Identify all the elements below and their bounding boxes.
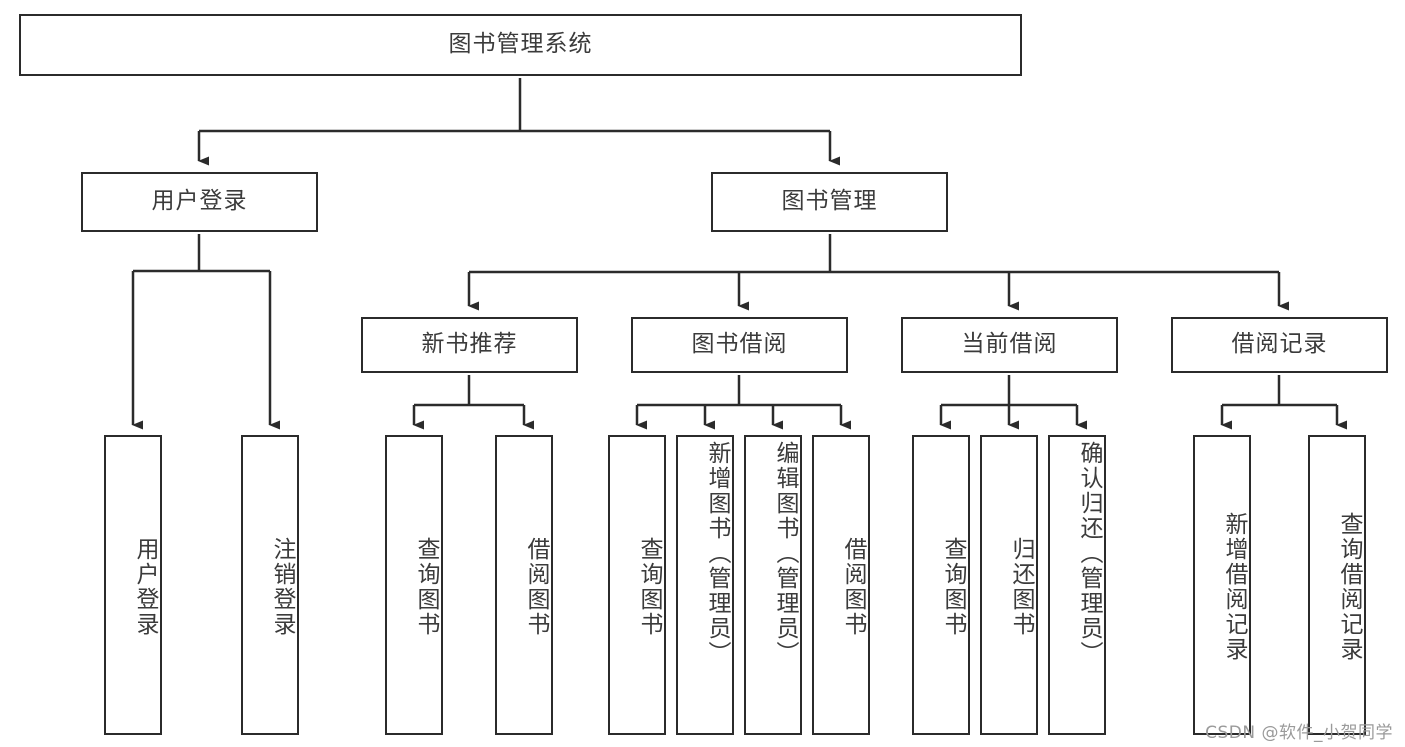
- node-label: 确认归还（管理员）: [1076, 441, 1102, 666]
- node-label: 查询图书: [413, 537, 439, 637]
- node-label: 图书借阅: [691, 331, 788, 358]
- node-label: 归还图书: [1008, 537, 1034, 637]
- node-label: 查询图书: [636, 537, 662, 637]
- node-label: 图书管理: [781, 188, 878, 215]
- node-leaf-add-record[interactable]: 新增借阅记录: [1193, 435, 1251, 735]
- node-leaf-edit-book[interactable]: 编辑图书（管理员）: [744, 435, 802, 735]
- node-leaf-query-book-2[interactable]: 查询图书: [608, 435, 666, 735]
- node-current-borrow[interactable]: 当前借阅: [901, 317, 1118, 373]
- node-label: 借阅记录: [1231, 331, 1328, 358]
- node-leaf-add-book[interactable]: 新增图书（管理员）: [676, 435, 734, 735]
- node-leaf-confirm-return[interactable]: 确认归还（管理员）: [1048, 435, 1106, 735]
- node-label: 借阅图书: [523, 537, 549, 637]
- node-borrow-record[interactable]: 借阅记录: [1171, 317, 1388, 373]
- node-leaf-return-book[interactable]: 归还图书: [980, 435, 1038, 735]
- node-new-book-recommend[interactable]: 新书推荐: [361, 317, 578, 373]
- node-label: 注销登录: [269, 537, 295, 637]
- node-label: 用户登录: [132, 537, 158, 637]
- csdn-watermark: CSDN @软件_小贺同学: [1205, 723, 1393, 743]
- node-leaf-logout[interactable]: 注销登录: [241, 435, 299, 735]
- node-root-book-management-system[interactable]: 图书管理系统: [19, 14, 1022, 76]
- node-label: 查询借阅记录: [1336, 512, 1362, 662]
- node-book-management[interactable]: 图书管理: [711, 172, 948, 232]
- node-leaf-borrow-book-2[interactable]: 借阅图书: [812, 435, 870, 735]
- node-label: 当前借阅: [961, 331, 1058, 358]
- node-label: 新增借阅记录: [1221, 512, 1247, 662]
- node-label: 编辑图书（管理员）: [772, 441, 798, 666]
- node-book-borrow[interactable]: 图书借阅: [631, 317, 848, 373]
- node-label: 查询图书: [940, 537, 966, 637]
- node-leaf-borrow-book-1[interactable]: 借阅图书: [495, 435, 553, 735]
- node-label: 图书管理系统: [448, 31, 593, 58]
- node-label: 借阅图书: [840, 537, 866, 637]
- node-leaf-user-login[interactable]: 用户登录: [104, 435, 162, 735]
- node-leaf-query-record[interactable]: 查询借阅记录: [1308, 435, 1366, 735]
- node-user-login[interactable]: 用户登录: [81, 172, 318, 232]
- node-label: 新增图书（管理员）: [704, 441, 730, 666]
- node-label: 新书推荐: [421, 331, 518, 358]
- node-label: 用户登录: [151, 188, 248, 215]
- node-leaf-query-book-3[interactable]: 查询图书: [912, 435, 970, 735]
- node-leaf-query-book-1[interactable]: 查询图书: [385, 435, 443, 735]
